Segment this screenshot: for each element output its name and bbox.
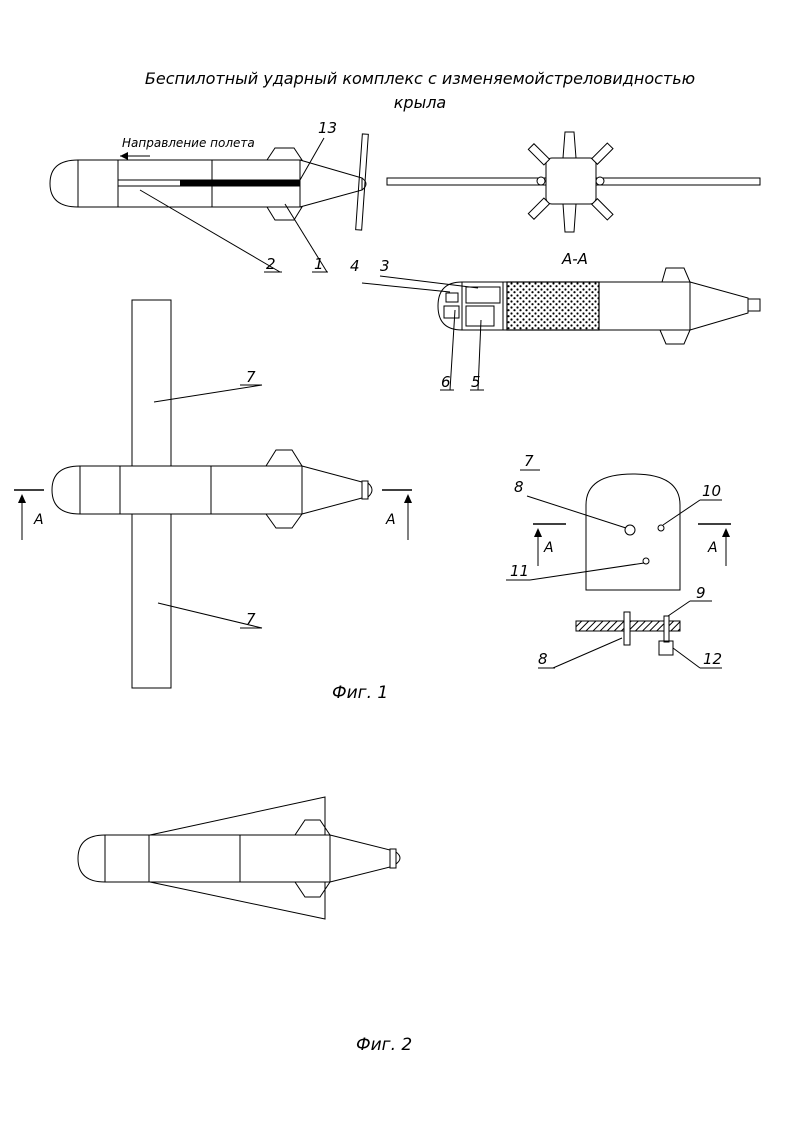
tail-cone-folded xyxy=(299,159,363,208)
section-a-a-view: А-А 4 3 6 5 xyxy=(350,250,761,391)
label-10: 10 xyxy=(702,482,721,500)
label-2: 2 xyxy=(266,255,276,273)
wing-root-plate xyxy=(585,473,681,591)
flight-direction-arrowhead xyxy=(120,152,128,160)
figure-2-caption: Фиг. 2 xyxy=(356,1035,412,1055)
label-4: 4 xyxy=(350,257,360,275)
label-3: 3 xyxy=(380,257,390,275)
label-1: 1 xyxy=(314,255,324,273)
wing-root-detail: 7 8 10 11 А А xyxy=(506,452,731,591)
lower-fin-folded xyxy=(266,206,303,221)
upper-fin-folded xyxy=(266,147,303,161)
label-7-upper: 7 xyxy=(246,368,256,386)
fuselage-front xyxy=(545,157,597,205)
flight-direction-label: Направление полета xyxy=(122,136,255,150)
title-line-1: Беспилотный ударный комплекс с изменяемо… xyxy=(145,69,695,88)
folded-uav-view: Направление полета 2 1 13 xyxy=(49,119,369,273)
section-mark-detail-left: А xyxy=(543,540,554,556)
label-6: 6 xyxy=(441,373,451,391)
unfolded-uav-view: 7 7 А А xyxy=(14,299,412,689)
label-5: 5 xyxy=(471,373,481,391)
section-label: А-А xyxy=(561,250,588,268)
swept-wing-view xyxy=(77,796,401,920)
label-8-detail: 8 xyxy=(514,478,524,496)
label-8-section: 8 xyxy=(538,650,548,668)
label-13: 13 xyxy=(318,119,337,137)
fuselage-top xyxy=(51,465,303,515)
pivot-axis xyxy=(623,611,631,646)
section-mark-detail-right: А xyxy=(707,540,718,556)
section-mark-left: А xyxy=(33,512,44,528)
actuator xyxy=(658,640,674,656)
label-11: 11 xyxy=(510,562,529,580)
front-view xyxy=(386,131,761,233)
section-mark-right: А xyxy=(385,512,396,528)
label-9: 9 xyxy=(696,584,706,602)
label-12: 12 xyxy=(703,650,722,668)
title-line-2: крыла xyxy=(394,93,446,112)
figure-1-caption: Фиг. 1 xyxy=(332,683,388,703)
pivot-section-detail: 9 8 12 xyxy=(538,584,722,669)
lock-pin xyxy=(663,615,670,643)
fuselage-fig2 xyxy=(77,834,331,883)
label-7-detail: 7 xyxy=(524,452,534,470)
propeller-blade-side xyxy=(355,133,369,231)
label-7-lower: 7 xyxy=(246,610,256,628)
warhead-charge xyxy=(506,281,600,331)
